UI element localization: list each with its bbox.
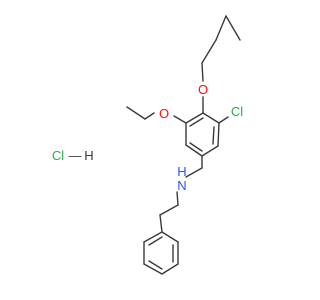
bond: [212, 126, 215, 145]
bond: [126, 106, 146, 120]
bond: [148, 236, 163, 246]
bond: [144, 112, 155, 120]
structure-canvas: O Cl O N H Cl — H: [51, 15, 244, 275]
hcl-salt: Cl — H: [52, 148, 94, 163]
benzene-ring-lower: [143, 231, 179, 275]
bond: [202, 112, 220, 124]
bond: [189, 117, 204, 127]
bond: [185, 112, 204, 124]
bond: [143, 231, 163, 243]
salt-h-label: H: [84, 148, 93, 163]
bond: [189, 142, 203, 152]
bond: [143, 263, 163, 275]
atom-label-n-hydrogen: H: [177, 164, 186, 179]
bond: [215, 15, 227, 41]
bond: [176, 191, 179, 206]
atom-label-o-butoxy: O: [198, 82, 208, 97]
ethyl-chain: [126, 106, 155, 120]
atom-label-n: N: [177, 178, 186, 193]
bond: [173, 115, 187, 124]
bond: [148, 260, 163, 270]
bond: [185, 167, 203, 178]
salt-cl-label: Cl: [52, 148, 64, 163]
butyl-chain: [201, 15, 241, 82]
bond: [217, 122, 220, 147]
bond: [161, 231, 179, 243]
phenethyl-linker: [159, 191, 179, 233]
bond: [218, 116, 229, 124]
salt-bond-dash: —: [69, 148, 82, 163]
bond: [201, 62, 204, 82]
atom-label-o-ethoxy: O: [159, 106, 169, 121]
bond: [159, 204, 179, 216]
atom-label-cl: Cl: [231, 104, 243, 119]
molecule-diagram: O Cl O N H Cl — H: [52, 15, 243, 275]
benzene-ring-upper: [185, 112, 220, 157]
bond: [159, 214, 163, 233]
bond: [201, 145, 219, 157]
bond: [185, 144, 203, 157]
bond: [161, 263, 179, 275]
bond: [201, 39, 217, 64]
bond: [225, 15, 241, 41]
